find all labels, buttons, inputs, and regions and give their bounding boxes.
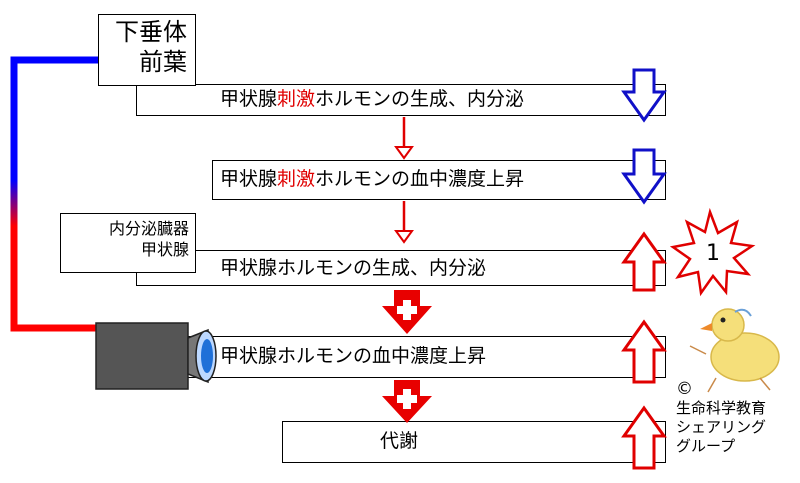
step-text-5: 代謝 (380, 430, 419, 452)
hollow-arrow-icon (621, 319, 667, 384)
credit-block: © 生命科学教育 シェアリング グループ (676, 380, 766, 456)
step-text-2: 甲状腺刺激ホルモンの血中濃度上昇 (220, 168, 525, 190)
step-text-4: 甲状腺ホルモンの血中濃度上昇 (220, 345, 487, 367)
credit-line2: 生命科学教育 (676, 399, 767, 417)
red-plus-arrow-icon (382, 290, 432, 334)
step-box-3 (136, 250, 666, 286)
credit-copyright: © (676, 379, 693, 399)
credit-line4: グループ (676, 437, 736, 455)
credit-line3: シェアリング (676, 418, 767, 436)
red-plus-arrow-icon (382, 380, 432, 423)
thyroid-organ-line1: 内分泌臓器 (108, 219, 189, 238)
pituitary-line2: 前葉 (139, 48, 187, 76)
hollow-arrow-icon (621, 231, 667, 292)
step-box-2 (212, 160, 666, 200)
badge-label: 1 (706, 241, 720, 266)
hollow-arrow-icon (621, 405, 667, 470)
camera-icon (95, 322, 217, 390)
pituitary-node: 下垂体 前葉 (98, 14, 196, 86)
bracket-line (10, 56, 100, 332)
hollow-arrow-icon (621, 68, 667, 123)
starburst-icon (669, 207, 756, 297)
hollow-arrow-icon (621, 148, 667, 205)
step-box-4 (178, 336, 666, 378)
small-red-arrow-icon (394, 201, 414, 244)
chick-icon (689, 308, 780, 393)
step-text-1: 甲状腺刺激ホルモンの生成、内分泌 (220, 88, 525, 110)
thyroid-organ-line2: 甲状腺 (140, 240, 189, 259)
thyroid-organ-node: 内分泌臓器 甲状腺 (60, 213, 196, 273)
small-red-arrow-icon (394, 117, 414, 160)
step-box-5 (282, 421, 666, 463)
step-box-1 (136, 84, 666, 116)
pituitary-line1: 下垂体 (115, 18, 187, 46)
step-text-3: 甲状腺ホルモンの生成、内分泌 (220, 257, 487, 279)
